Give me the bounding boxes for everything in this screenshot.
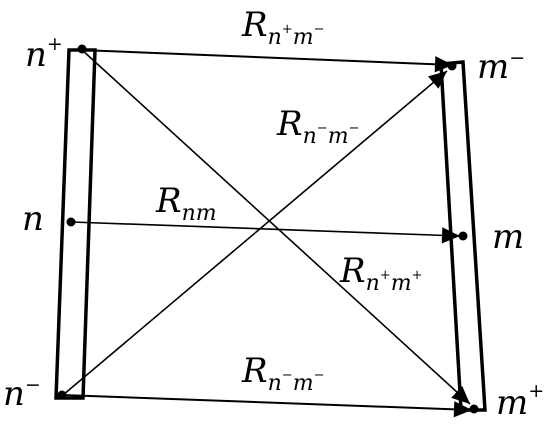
label-m: m (492, 217, 524, 257)
label-r-np-mp: Rn+m+ (339, 251, 422, 296)
vector-nm (71, 221, 461, 244)
vector-np-mp (81, 49, 471, 405)
right-segment (439, 60, 487, 412)
point-m-minus (447, 61, 457, 71)
point-m-plus (469, 404, 479, 414)
label-m-plus: m+ (496, 380, 544, 423)
label-n-plus: n+ (25, 33, 63, 75)
vector-nm-mp (61, 394, 473, 418)
point-n-minus (57, 390, 67, 400)
label-r-nm-mp: Rn−m− (241, 351, 324, 396)
vector-np-mm (79, 49, 454, 73)
label-r-nm: Rnm (155, 181, 217, 226)
label-n-minus: n− (3, 374, 41, 414)
left-segment (54, 48, 97, 400)
label-r-np-mm: Rn+m− (241, 5, 324, 50)
point-n (66, 217, 76, 227)
vector-nm-mm (62, 70, 448, 396)
label-m-minus: m− (477, 47, 525, 87)
point-n-plus (77, 44, 87, 54)
label-r-nm-mm: Rn−m− (276, 104, 359, 149)
label-n: n (22, 199, 44, 239)
point-m (458, 231, 468, 241)
